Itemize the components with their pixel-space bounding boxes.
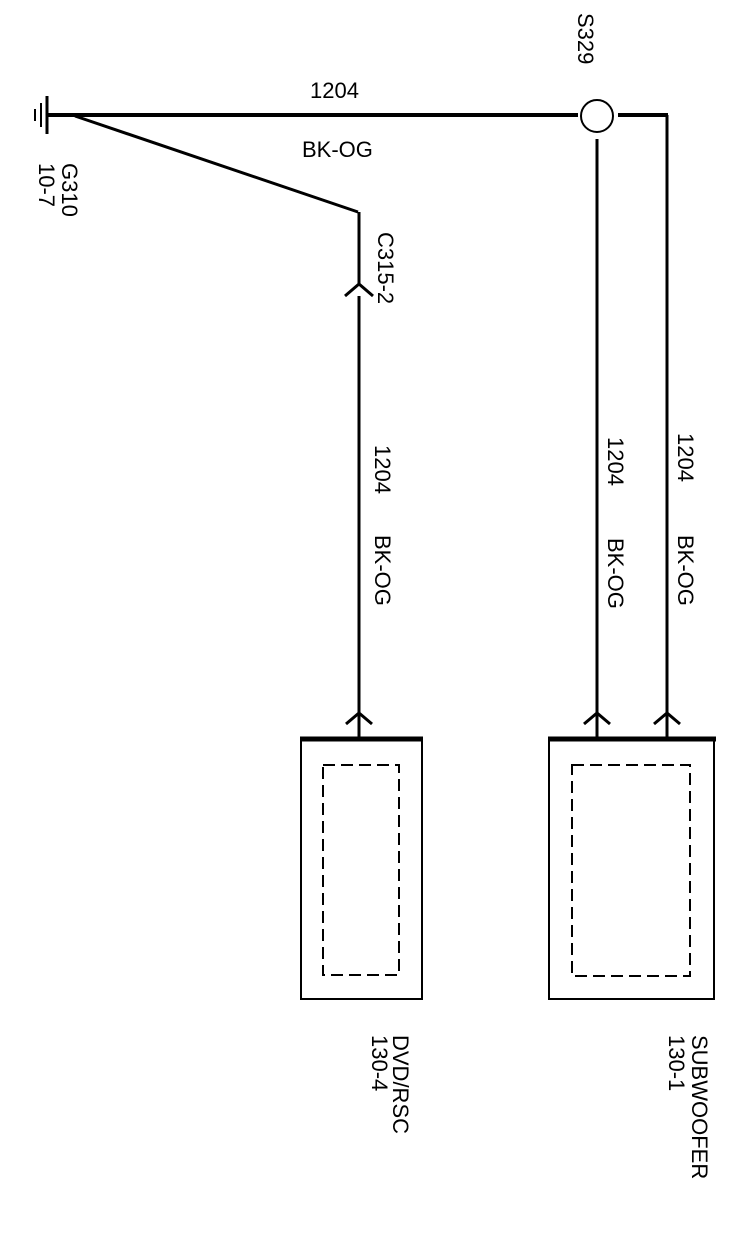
ground-ref-label: 10-7 — [34, 163, 59, 207]
wire-subwoofer-right-circuit-label: 1204 — [673, 433, 698, 482]
component-dvd-rsc — [300, 736, 423, 1000]
splice-node — [580, 99, 614, 133]
component-subwoofer-ref-label: 130-1 — [664, 1035, 689, 1091]
wire-dvd-color-label: BK-OG — [370, 535, 395, 606]
top-wire-color-label: BK-OG — [302, 137, 373, 162]
component-dvd-name-label: DVD/RSC — [388, 1035, 413, 1134]
component-subwoofer-name-label: SUBWOOFER — [687, 1035, 712, 1179]
wire-ground-to-connector — [74, 114, 359, 214]
component-dvd-ref-label: 130-4 — [367, 1035, 392, 1091]
wire-subwoofer-left-circuit-label: 1204 — [603, 437, 628, 486]
connector-id-label: C315-2 — [373, 232, 398, 304]
splice-id-label: S329 — [573, 13, 598, 64]
ground-id-label: G310 — [57, 163, 82, 217]
component-subwoofer — [548, 736, 716, 1000]
top-wire-circuit-label: 1204 — [310, 78, 359, 103]
connector-chevron-icon — [344, 282, 374, 298]
ground-symbol-icon — [34, 96, 49, 134]
wire-subwoofer-left-color-label: BK-OG — [603, 538, 628, 609]
wire-subwoofer-right-color-label: BK-OG — [673, 535, 698, 606]
wire-dvd-circuit-label: 1204 — [370, 445, 395, 494]
